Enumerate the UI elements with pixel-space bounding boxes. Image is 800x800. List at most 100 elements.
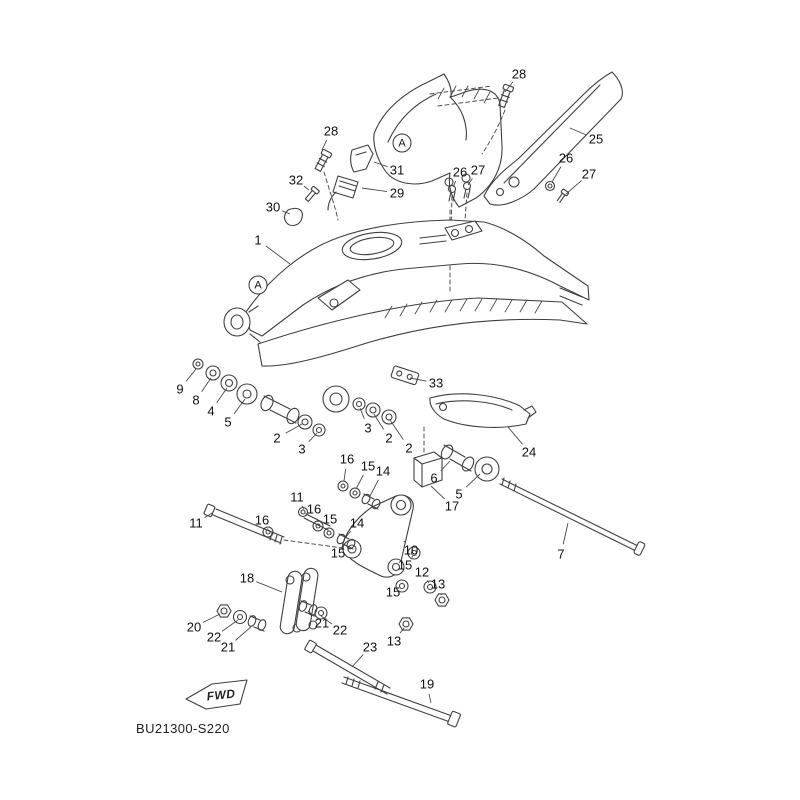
callout-7: 7 (557, 546, 565, 562)
leader-line (373, 413, 385, 430)
leader-line (465, 473, 481, 488)
leader-line (369, 479, 379, 497)
callout-20: 20 (186, 619, 202, 635)
linkage-bolt-groups (203, 480, 381, 550)
leader-line (343, 468, 347, 482)
callout-26: 26 (452, 164, 468, 180)
callout-22: 22 (206, 629, 222, 645)
pivot-shaft-part (499, 477, 646, 556)
callout-25: 25 (588, 131, 604, 147)
callout-13: 13 (430, 576, 446, 592)
diagram-code: BU21300-S220 (136, 721, 230, 736)
callout-9: 9 (176, 381, 184, 397)
leader-line (282, 210, 291, 215)
leader-line (316, 518, 319, 523)
leader-line (221, 619, 239, 632)
callout-27: 27 (470, 162, 486, 178)
leader-line (361, 187, 388, 193)
leader-line (411, 555, 414, 558)
callout-11: 11 (290, 489, 304, 505)
pivot-washers-left (192, 358, 326, 437)
callout-21: 21 (314, 615, 330, 631)
leader-line (403, 540, 406, 543)
leader-line (204, 512, 213, 519)
leader-line (347, 548, 350, 551)
leader-line (504, 81, 514, 93)
leader-line (440, 460, 451, 472)
callout-29: 29 (389, 185, 405, 201)
callout-2: 2 (405, 440, 413, 456)
callout-30: 30 (265, 199, 281, 215)
callout-8: 8 (192, 392, 200, 408)
callout-15: 15 (397, 557, 413, 573)
leader-line (216, 387, 228, 404)
leader-line (308, 432, 318, 443)
top-fasteners (283, 83, 570, 227)
leader-line (345, 530, 352, 538)
leader-line (359, 407, 365, 419)
leader-line (562, 522, 569, 545)
callout-19: 19 (419, 676, 435, 692)
callout-10: 10 (403, 542, 419, 558)
leader-line (569, 127, 587, 136)
callout-22: 22 (332, 622, 348, 638)
callout-14: 14 (375, 463, 391, 479)
callout-18: 18 (239, 570, 255, 586)
callout-26: 26 (558, 150, 574, 166)
callout-21: 21 (220, 639, 236, 655)
callout-3: 3 (298, 441, 306, 457)
leader-line (307, 610, 315, 617)
lower-bolts-group (304, 593, 461, 728)
fwd-arrow-shape (185, 679, 248, 710)
leader-line (321, 139, 328, 151)
callout-6: 6 (430, 470, 438, 486)
connecting-link-group (216, 567, 328, 635)
callout-3: 3 (364, 420, 372, 436)
side-plate-part (483, 71, 623, 206)
leader-line (409, 377, 427, 382)
leader-line (351, 654, 364, 668)
callout-2: 2 (385, 430, 393, 446)
leader-line (428, 693, 432, 704)
leader-line (303, 185, 310, 191)
leader-line (265, 245, 291, 265)
callout-5: 5 (224, 414, 232, 430)
leader-line (430, 485, 446, 500)
leader-line (426, 580, 430, 584)
leader-line (399, 627, 405, 634)
leader-line (452, 180, 457, 188)
callout-24: 24 (521, 444, 537, 460)
callout-15: 15 (322, 511, 338, 527)
leader-line (285, 423, 303, 434)
reference-marker-A: A (248, 275, 268, 295)
callout-5: 5 (455, 486, 463, 502)
callout-27: 27 (581, 166, 597, 182)
leader-line (233, 398, 246, 415)
callout-4: 4 (207, 403, 215, 419)
leader-line (565, 180, 582, 195)
callout-1: 1 (254, 232, 262, 248)
leader-line (320, 615, 333, 625)
callout-15: 15 (360, 458, 376, 474)
pivot-bushing-center (322, 385, 397, 425)
leader-line (185, 368, 197, 382)
fwd-label: FWD (205, 686, 237, 704)
leader-line (235, 624, 254, 641)
swingarm-part (223, 219, 590, 367)
callout-15: 15 (330, 545, 346, 561)
callout-28: 28 (511, 66, 527, 82)
callout-14: 14 (349, 515, 365, 531)
collar-damper-group (413, 444, 500, 488)
leader-line (301, 505, 305, 510)
callout-33: 33 (428, 375, 444, 391)
fender-part (373, 73, 503, 208)
callout-31: 31 (389, 162, 405, 178)
chain-case-part (429, 393, 537, 428)
leader-line (202, 613, 221, 623)
leader-line (256, 581, 283, 593)
callout-12: 12 (414, 564, 430, 580)
leader-line (467, 178, 473, 186)
